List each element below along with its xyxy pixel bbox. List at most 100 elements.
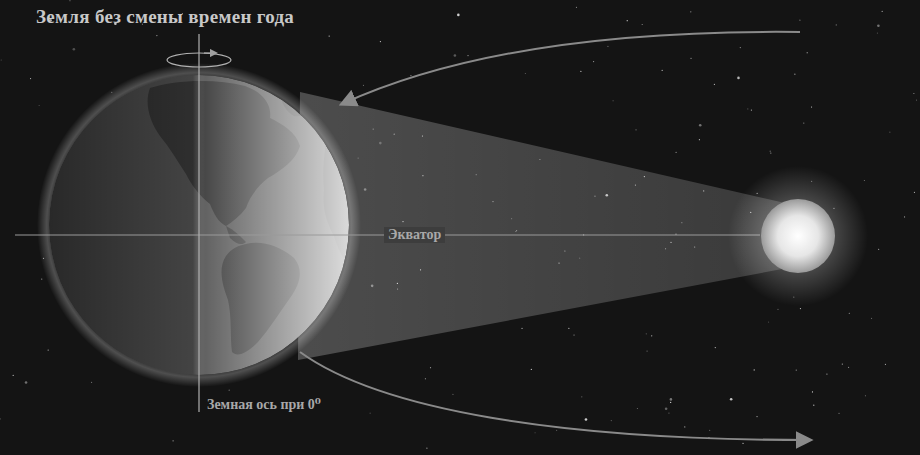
star (531, 369, 532, 370)
star (742, 443, 743, 444)
star (800, 308, 801, 309)
star (826, 373, 827, 374)
axis-label: Земная ось при 0⁰ (207, 396, 321, 413)
star (426, 448, 427, 449)
star (457, 14, 460, 17)
star (848, 367, 849, 368)
star (91, 382, 92, 383)
star (580, 71, 581, 72)
star (864, 180, 865, 181)
star (842, 363, 843, 364)
star (794, 74, 795, 75)
star (525, 73, 526, 74)
star (363, 85, 364, 86)
diagram-title: Земля без смены времен года (36, 6, 294, 28)
star (581, 396, 582, 397)
star (882, 11, 883, 12)
star (813, 405, 814, 406)
star (573, 334, 574, 335)
star (48, 349, 49, 350)
star (1, 59, 2, 60)
star (690, 11, 691, 12)
star (651, 335, 652, 336)
star (229, 390, 230, 391)
star (454, 54, 457, 57)
star (534, 432, 535, 433)
star (751, 110, 752, 111)
star (425, 378, 426, 379)
star (777, 309, 778, 310)
star (877, 24, 880, 27)
star (611, 420, 612, 421)
star (812, 391, 813, 392)
star (768, 321, 769, 322)
star (803, 123, 804, 124)
star (585, 418, 588, 421)
star (612, 100, 613, 101)
star (665, 407, 668, 410)
star (849, 313, 850, 314)
earth-globe (49, 75, 352, 375)
star (521, 328, 522, 329)
star (576, 7, 577, 8)
sun (761, 199, 835, 273)
star (699, 124, 702, 127)
star (877, 32, 878, 33)
star (878, 249, 879, 250)
star (807, 52, 808, 53)
star (913, 93, 914, 94)
star (737, 77, 740, 80)
star (568, 328, 569, 329)
star (69, 0, 70, 1)
star (770, 152, 771, 153)
star (73, 48, 76, 51)
orbit-arrow (300, 352, 810, 440)
star (799, 20, 800, 21)
light-beam (298, 92, 798, 360)
star (646, 351, 647, 352)
star (637, 408, 638, 409)
star (889, 132, 890, 133)
star (452, 394, 453, 395)
star (676, 152, 677, 153)
star (662, 70, 663, 71)
star (13, 375, 14, 376)
star (747, 108, 748, 109)
star (556, 430, 557, 431)
star (865, 395, 866, 396)
star (607, 46, 608, 47)
star (0, 418, 1, 419)
rotation-ellipse (167, 53, 231, 67)
star (670, 398, 673, 401)
star (709, 430, 710, 431)
star (885, 364, 886, 365)
star (668, 412, 669, 413)
equator-label: Экватор (384, 227, 445, 243)
earth-axis (198, 34, 199, 412)
star (699, 139, 700, 140)
star (770, 151, 771, 152)
star (756, 416, 757, 417)
star (380, 41, 381, 42)
star (904, 216, 905, 217)
star (684, 426, 685, 427)
star (156, 35, 157, 36)
star (670, 402, 671, 403)
star (796, 370, 797, 371)
sun-glow (728, 166, 868, 306)
star (430, 367, 431, 368)
orbit-arrow (342, 32, 800, 104)
star (730, 398, 733, 401)
star (635, 129, 636, 130)
star (754, 369, 755, 370)
star (836, 24, 837, 25)
star (838, 413, 839, 414)
star (41, 278, 42, 279)
star (329, 35, 330, 36)
star (30, 78, 31, 79)
star (593, 61, 594, 62)
star (914, 192, 915, 193)
